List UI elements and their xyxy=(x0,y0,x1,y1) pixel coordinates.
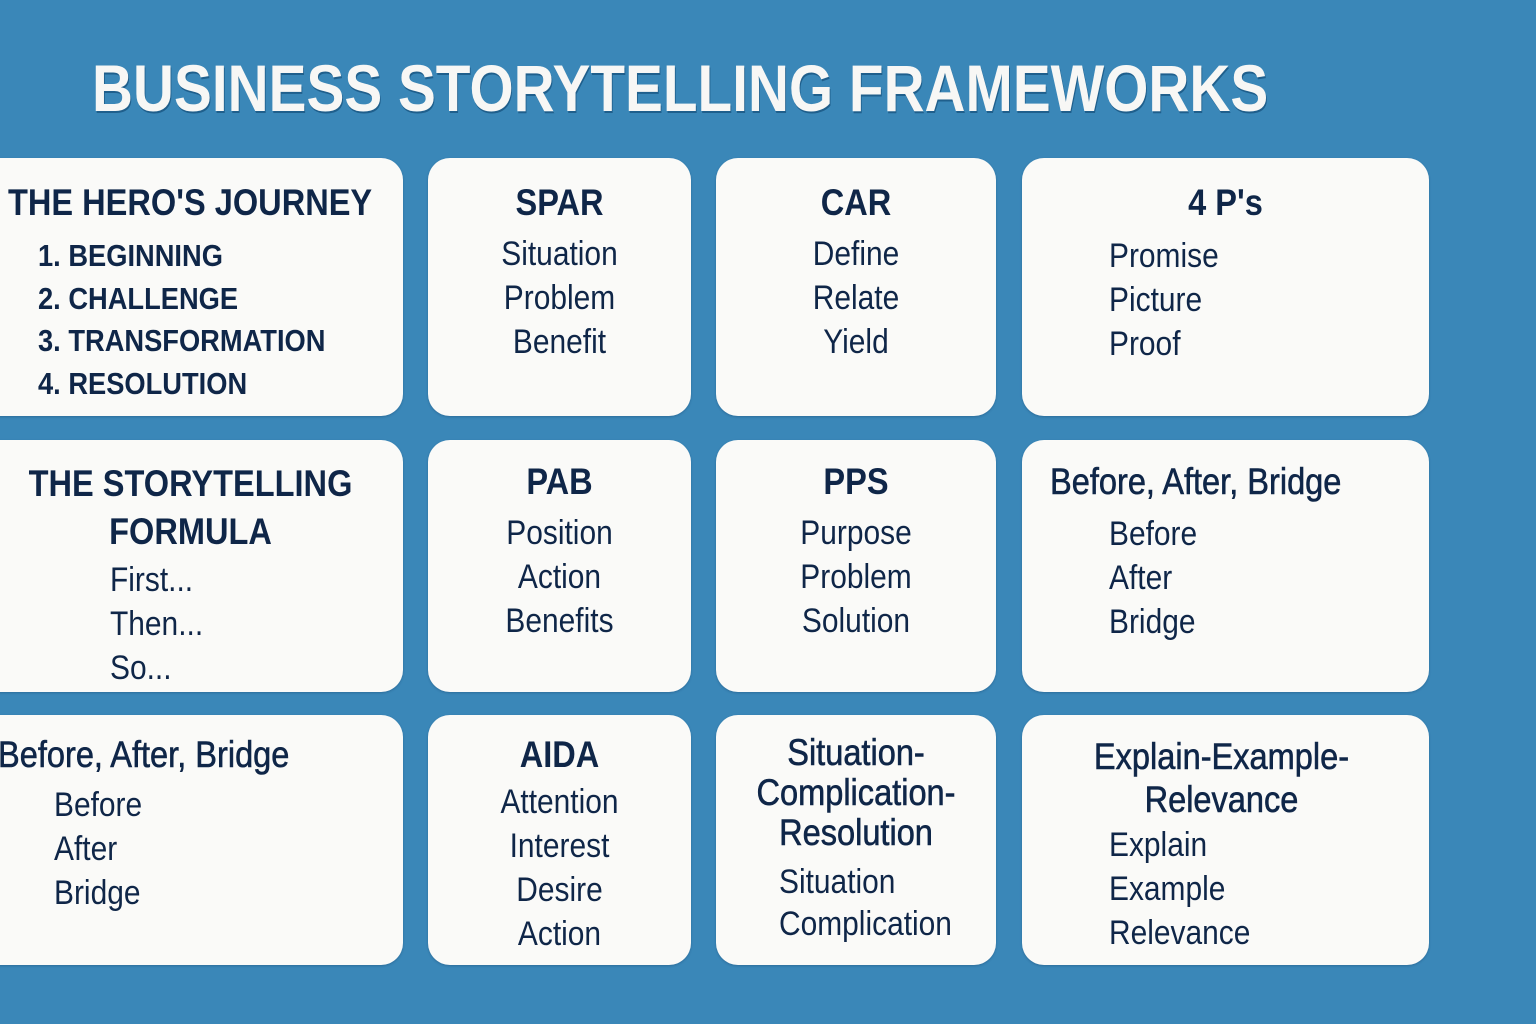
card-heading: PPS xyxy=(823,461,889,502)
framework-card-pab: PAB Position Action Benefits xyxy=(428,440,691,692)
card-item: Problem xyxy=(503,279,616,317)
card-item: After xyxy=(54,830,118,868)
framework-card-explain-example-relevance: Explain-Example- Relevance Explain Examp… xyxy=(1022,715,1429,965)
card-item: Proof xyxy=(1109,325,1181,363)
card-heading: Complication- xyxy=(756,772,956,813)
card-item: Position xyxy=(506,514,613,552)
card-item: Purpose xyxy=(800,514,912,552)
card-item: 3. TRANSFORMATION xyxy=(38,323,326,358)
card-item: Define xyxy=(812,235,900,273)
framework-card-spar: SPAR Situation Problem Benefit xyxy=(428,158,691,416)
card-heading: 4 P's xyxy=(1188,182,1263,223)
card-item: Before xyxy=(54,786,143,824)
card-heading: Explain-Example- xyxy=(1093,736,1350,778)
framework-card-before-after-bridge: Before, After, Bridge Before After Bridg… xyxy=(1022,440,1429,692)
card-item: Benefit xyxy=(512,323,607,361)
card-item: Benefits xyxy=(505,602,614,640)
card-item: Situation xyxy=(501,235,618,273)
page-title: BUSINESS STORYTELLING FRAMEWORKS xyxy=(92,51,1269,125)
card-item: So... xyxy=(110,649,172,687)
card-item: Problem xyxy=(800,558,912,596)
card-item: Yield xyxy=(823,323,889,361)
card-item: Relevance xyxy=(1109,914,1251,952)
card-item: Promise xyxy=(1109,237,1219,275)
card-item: 1. BEGINNING xyxy=(38,238,223,273)
card-heading: AIDA xyxy=(519,734,600,775)
framework-card-4ps: 4 P's Promise Picture Proof xyxy=(1022,158,1429,416)
card-heading: CAR xyxy=(820,182,892,223)
card-item: Action xyxy=(517,558,602,596)
card-item: Desire xyxy=(516,871,603,909)
card-item: Then... xyxy=(110,605,204,643)
card-item: Attention xyxy=(500,783,619,821)
card-heading: THE STORYTELLING xyxy=(28,463,353,504)
card-item: Situation xyxy=(779,863,896,901)
framework-card-aida: AIDA Attention Interest Desire Action xyxy=(428,715,691,965)
card-item: Bridge xyxy=(54,874,141,912)
framework-card-before-after-bridge-2: Before, After, Bridge Before After Bridg… xyxy=(0,715,403,965)
framework-card-situation-complication-resolution: Situation- Complication- Resolution Situ… xyxy=(716,715,996,965)
card-item: Before xyxy=(1109,515,1198,553)
card-item: First... xyxy=(110,561,194,599)
card-heading: FORMULA xyxy=(109,511,272,552)
framework-card-heros-journey: THE HERO'S JOURNEY 1. BEGINNING 2. CHALL… xyxy=(0,158,403,416)
card-item: After xyxy=(1109,559,1173,597)
card-heading: Before, After, Bridge xyxy=(1050,461,1342,502)
card-item: Interest xyxy=(509,827,610,865)
framework-card-car: CAR Define Relate Yield xyxy=(716,158,996,416)
card-item: Example xyxy=(1109,870,1226,908)
card-item: Relate xyxy=(812,279,900,317)
card-heading: Resolution xyxy=(779,812,933,853)
card-item: 4. RESOLUTION xyxy=(38,365,248,401)
framework-card-pps: PPS Purpose Problem Solution xyxy=(716,440,996,692)
card-heading: Relevance xyxy=(1144,779,1299,821)
card-heading: PAB xyxy=(526,461,593,502)
card-item: Bridge xyxy=(1109,603,1196,641)
card-heading: Situation- xyxy=(787,732,925,773)
card-heading: SPAR xyxy=(515,182,604,223)
card-item: Solution xyxy=(801,602,911,640)
card-item: Complication xyxy=(779,905,952,943)
card-item: Picture xyxy=(1109,281,1203,319)
card-item: Explain xyxy=(1109,826,1208,864)
card-heading: Before, After, Bridge xyxy=(0,734,290,775)
card-item: 2. CHALLENGE xyxy=(38,280,239,316)
framework-card-storytelling-formula: THE STORYTELLING FORMULA First... Then..… xyxy=(0,440,403,692)
card-heading: THE HERO'S JOURNEY xyxy=(8,182,373,223)
card-item: Action xyxy=(517,915,602,953)
